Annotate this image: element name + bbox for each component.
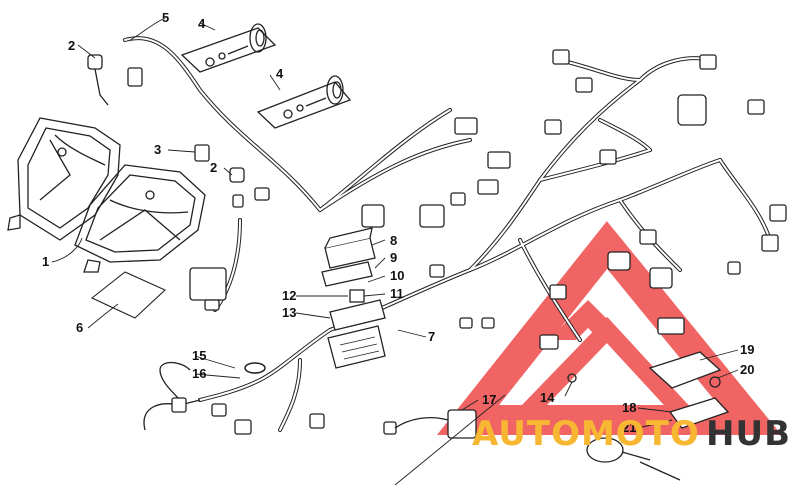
callout-number: 1	[42, 254, 49, 269]
callout-number: 2	[210, 160, 217, 175]
sub-harness-15	[143, 361, 201, 431]
sub-harness-17	[394, 409, 477, 439]
ignition-switch	[567, 351, 730, 429]
bulb-socket-upper	[87, 54, 143, 106]
callout-number: 4	[198, 16, 206, 31]
watermark-text: AUTOMOTO HUB	[472, 414, 791, 454]
leader-lines	[51, 17, 739, 486]
wire-clip-16	[244, 362, 266, 374]
callout-number: 21	[622, 420, 636, 435]
callout-number: 17	[482, 392, 496, 407]
callout-number: 12	[282, 288, 296, 303]
callout-number: 9	[390, 250, 397, 265]
watermark-logo	[436, 221, 782, 435]
callout-number: 2	[68, 38, 75, 53]
callout-number: 10	[390, 268, 404, 283]
callout-number: 14	[540, 390, 555, 405]
callout-number: 5	[162, 10, 169, 25]
callout-number: 18	[622, 400, 636, 415]
fuse-block	[327, 299, 386, 369]
callout-number: 20	[740, 362, 754, 377]
adjuster-knob-lower	[256, 75, 352, 129]
callout-number: 3	[154, 142, 161, 157]
bulb-socket-lower	[194, 144, 245, 208]
callout-number: 13	[282, 305, 296, 320]
callout-number: 7	[428, 329, 435, 344]
callout-number: 15	[192, 348, 206, 363]
headlight-left	[7, 117, 121, 241]
headlight-right	[74, 164, 206, 273]
lens-sticker	[90, 271, 166, 319]
callout-number: 6	[76, 320, 83, 335]
callout-number: 8	[390, 233, 397, 248]
watermark-auto: AUTOMOTO	[472, 414, 700, 454]
ignition-key	[586, 437, 681, 481]
callout-number: 16	[192, 366, 206, 381]
callout-number: 19	[740, 342, 754, 357]
relay-cover	[324, 227, 376, 269]
main-wiring-harness-inner	[124, 37, 771, 431]
callout-number: 11	[390, 286, 404, 301]
watermark-hub: HUB	[706, 414, 791, 454]
harness-connectors	[189, 49, 787, 435]
callout-number: 4	[276, 66, 284, 81]
adjuster-knob-upper	[180, 23, 277, 73]
relay-gasket	[321, 261, 373, 287]
